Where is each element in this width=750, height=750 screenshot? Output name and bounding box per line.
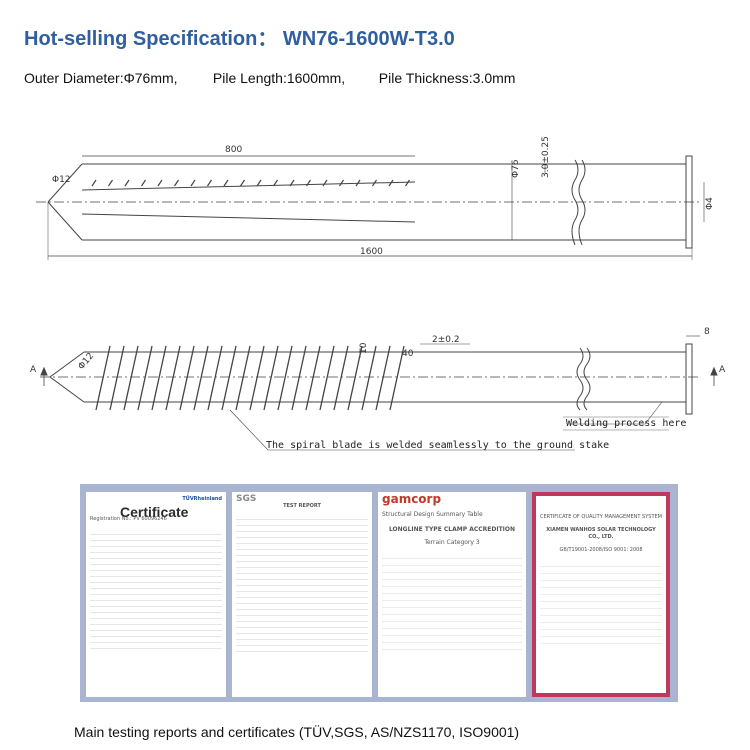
- spiral-blade: [375, 345, 391, 411]
- technical-drawing: 800 Φ12 Φ76 3.0±0.25 Φ4 1600 Φ12 10 40 2…: [30, 136, 726, 451]
- caption: Main testing reports and certificates (T…: [74, 724, 520, 740]
- spiral-tick: [240, 179, 245, 187]
- spiral-tick: [108, 179, 113, 187]
- bottom-view: [40, 335, 718, 451]
- spiral-blade: [235, 345, 251, 411]
- dim-phi12-top: Φ12: [52, 175, 71, 185]
- spiral-blade: [389, 345, 405, 411]
- welding-note: Welding process here: [566, 418, 686, 429]
- dim-8: 8: [704, 327, 710, 337]
- iso-standard: GB/T19001-2008/ISO 9001: 2008: [559, 547, 643, 553]
- spiral-blade: [193, 345, 209, 411]
- spiral-tick: [256, 179, 262, 187]
- spiral-tick: [157, 179, 163, 187]
- spiral-blade: [319, 345, 335, 411]
- gamcorp-report: gamcorp Structural Design Summary Table …: [378, 492, 526, 697]
- spiral-blade: [165, 345, 181, 411]
- dim-40: 40: [402, 349, 414, 359]
- spiral-tick: [141, 179, 146, 187]
- spiral-tick: [355, 179, 361, 187]
- spiral-blade: [249, 345, 265, 411]
- spiral-blade: [151, 345, 167, 411]
- top-view: [36, 155, 705, 260]
- dim-phi12-bottom: Φ12: [77, 351, 97, 372]
- dim-1600: 1600: [360, 247, 383, 257]
- sgs-report: SGS TEST REPORT: [232, 492, 372, 697]
- certificates-panel: TÜVRheinland Certificate Registration No…: [80, 484, 678, 702]
- dim-800: 800: [225, 145, 242, 155]
- section-label-right: A: [719, 365, 726, 375]
- spiral-blade: [95, 345, 111, 411]
- spiral-tick: [306, 179, 311, 187]
- gamcorp-heading: Structural Design Summary Table: [382, 511, 483, 518]
- dim-10: 10: [359, 342, 369, 354]
- page-title: Hot-selling Specification： WN76-1600W-T3…: [24, 28, 455, 50]
- spiral-tick: [91, 179, 97, 187]
- spiral-blade: [221, 345, 237, 411]
- spiral-tick: [273, 179, 278, 187]
- spiral-blade: [137, 345, 153, 411]
- dim-2: 2±0.2: [432, 335, 460, 345]
- spiral-tick: [190, 179, 196, 187]
- spiral-blade: [179, 345, 195, 411]
- spiral-tick: [372, 179, 377, 187]
- tuv-reg: Registration No.: PV 60096246: [90, 516, 167, 522]
- spiral-blade: [277, 345, 293, 411]
- spec-pile-thickness: Pile Thickness:3.0mm: [378, 70, 516, 86]
- gamcorp-sub: LONGLINE TYPE CLAMP ACCREDITION: [388, 526, 516, 533]
- dim-phi76: Φ76: [511, 159, 521, 178]
- iso-certificate: CERTIFICATE OF QUALITY MANAGEMENT SYSTEM…: [532, 492, 670, 697]
- tuv-heading: Certificate: [120, 504, 189, 520]
- iso-heading: CERTIFICATE OF QUALITY MANAGEMENT SYSTEM: [540, 514, 662, 520]
- sgs-logo: SGS: [236, 494, 257, 504]
- spiral-tick: [174, 179, 179, 187]
- spiral-tick: [322, 179, 328, 187]
- sgs-heading: TEST REPORT: [283, 503, 321, 509]
- iso-company: XIAMEN WANHOS SOLAR TECHNOLOGY CO., LTD.: [546, 527, 656, 540]
- spiral-blade: [123, 345, 139, 411]
- spiral-tick: [207, 179, 212, 187]
- dim-thickness: 3.0±0.25: [541, 136, 551, 178]
- spiral-tick: [339, 179, 344, 187]
- spiral-blade: [263, 345, 279, 411]
- spec-line: Outer Diameter:Φ76mm, Pile Length:1600mm…: [24, 70, 515, 86]
- section-label-left: A: [30, 365, 37, 375]
- spiral-blade: [291, 345, 307, 411]
- spiral-note: The spiral blade is welded seamlessly to…: [266, 440, 609, 451]
- spiral-tick: [124, 179, 130, 187]
- spec-pile-length: Pile Length:1600mm,: [212, 70, 346, 86]
- gamcorp-terrain: Terrain Category 3: [424, 539, 480, 546]
- spiral-blade: [361, 345, 377, 411]
- spiral-blade: [109, 345, 125, 411]
- spiral-tick: [223, 179, 229, 187]
- spiral-tick: [405, 179, 410, 187]
- spec-outer-diameter: Outer Diameter:Φ76mm,: [24, 70, 178, 86]
- dim-phi4: Φ4: [705, 197, 715, 210]
- tuv-certificate: TÜVRheinland Certificate Registration No…: [86, 492, 226, 697]
- spiral-blade: [207, 345, 223, 411]
- spiral-blade: [305, 345, 321, 411]
- spiral-blade: [347, 345, 363, 411]
- spiral-blade: [333, 345, 349, 411]
- spiral-tick: [388, 179, 394, 187]
- tuv-logo: TÜVRheinland: [182, 496, 222, 502]
- gamcorp-logo: gamcorp: [382, 492, 442, 506]
- spiral-tick: [289, 179, 295, 187]
